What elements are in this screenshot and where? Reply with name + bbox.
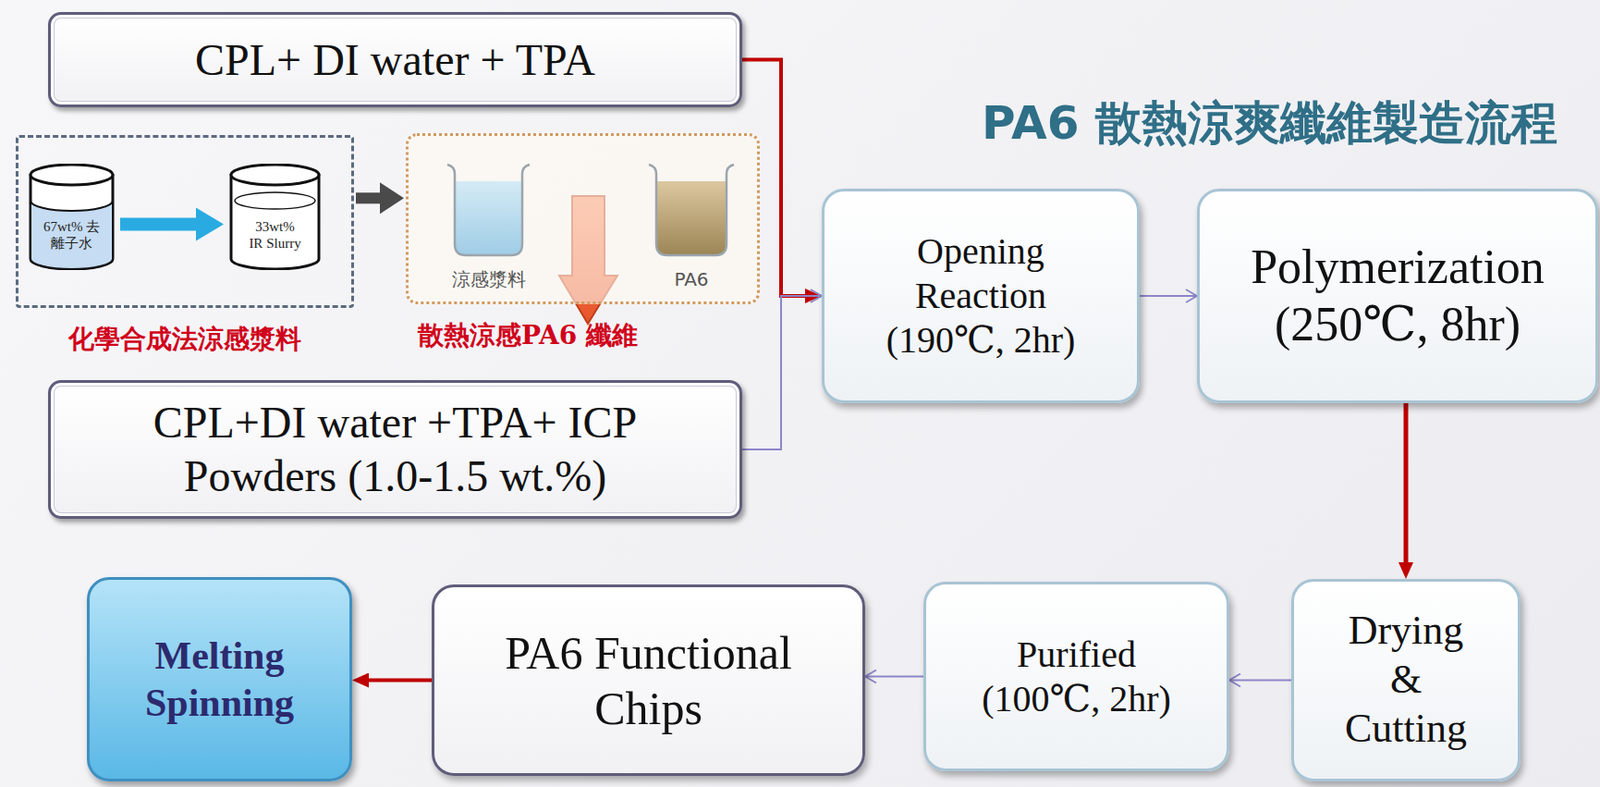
process-box: Opening Reaction (190℃, 2hr)	[821, 188, 1140, 404]
node-label: PA6 Functional Chips	[464, 624, 834, 736]
connector	[1229, 679, 1292, 682]
node-label: 涼感漿料	[451, 268, 526, 291]
node-label: Opening Reaction (190℃, 2hr)	[855, 229, 1106, 363]
tank-cylinder: 33wt% IR Slurry	[229, 163, 321, 270]
connector	[355, 192, 381, 204]
input-box: CPL+DI water +TPA+ ICP Powders (1.0-1.5 …	[48, 379, 743, 519]
connector	[865, 675, 924, 678]
node-label: Melting Spinning	[122, 632, 318, 726]
fiber-group: 涼感漿料PA6散熱涼感PA6 纖維	[405, 133, 760, 305]
slurry-group: 67wt% 去離子水33wt% IR Slurry化學合成法涼感漿料	[15, 134, 355, 308]
process-box: Purified (100℃, 2hr)	[923, 581, 1230, 771]
node-label: CPL+DI water +TPA+ ICP Powders (1.0-1.5 …	[118, 395, 673, 502]
node-label: Purified (100℃, 2hr)	[956, 632, 1197, 721]
connector	[1404, 403, 1409, 563]
process-box: Polymerization (250℃, 8hr)	[1196, 188, 1599, 404]
beaker: 涼感漿料	[441, 160, 536, 291]
node-label: PA6	[673, 268, 709, 291]
beaker: PA6	[643, 160, 740, 291]
page-title: PA6 散熱涼爽纖維製造流程	[981, 92, 1558, 155]
beaker-outline	[441, 160, 536, 258]
node-label: 67wt% 去離子水	[42, 218, 102, 252]
connector	[120, 218, 197, 232]
connector	[1139, 294, 1197, 297]
input-box: CPL+ DI water + TPA	[48, 12, 743, 108]
connector	[742, 295, 822, 450]
tank-cylinder: 67wt% 去離子水	[28, 163, 115, 270]
group-caption: 化學合成法涼感漿料	[18, 323, 352, 355]
process-box: Drying & Cutting	[1291, 578, 1521, 782]
node-label: 33wt% IR Slurry	[247, 218, 304, 252]
process-box: PA6 Functional Chips	[431, 584, 866, 776]
node-label: Drying & Cutting	[1336, 606, 1476, 753]
beaker-outline	[643, 160, 740, 258]
connector	[367, 678, 432, 683]
group-caption: 散熱涼感PA6 纖維	[417, 319, 638, 352]
tank-outline	[28, 163, 115, 270]
node-label: CPL+ DI water + TPA	[195, 33, 596, 87]
node-label: Polymerization (250℃, 8hr)	[1217, 238, 1578, 355]
tank-outline	[229, 163, 321, 270]
output-box: Melting Spinning	[86, 576, 353, 782]
